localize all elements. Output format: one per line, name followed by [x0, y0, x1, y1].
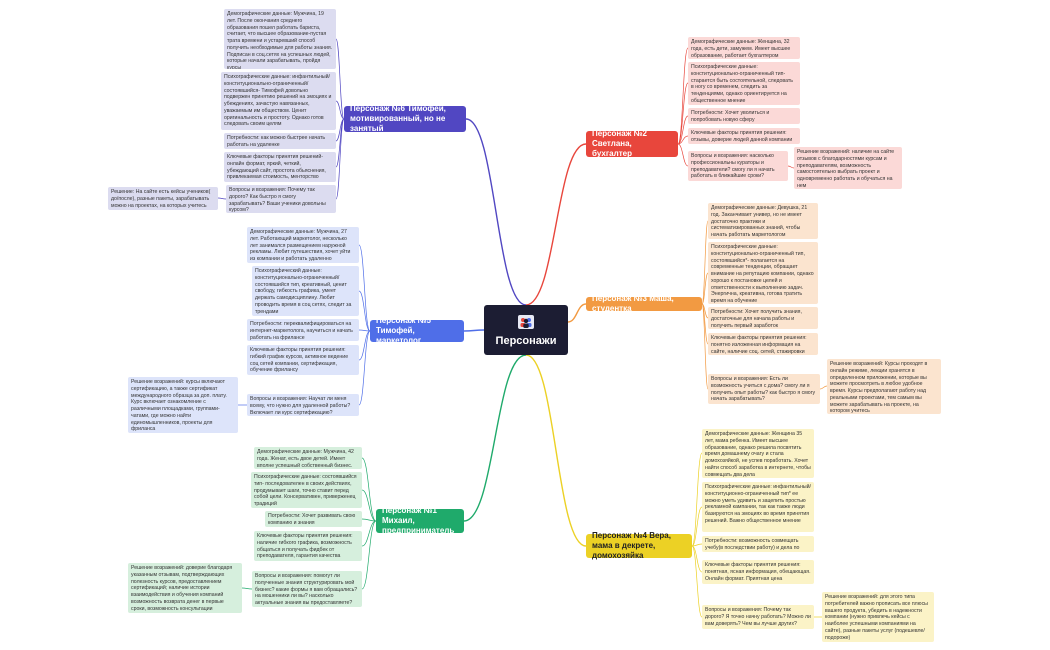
- persona-2-header[interactable]: Персонаж №2 Светлана, бухгалтер: [586, 129, 678, 158]
- persona-5-questions[interactable]: Вопросы и возражения: Научат ли меня все…: [247, 394, 359, 416]
- persona-6-decision-factors[interactable]: Ключевые факторы принятия решений- онлай…: [224, 152, 336, 182]
- solution-link-p2: [787, 165, 795, 169]
- branch-persona-1: [463, 354, 527, 522]
- subbranch-p2-1: [677, 82, 689, 145]
- persona-3-psychographics[interactable]: Психографические данные: конституциональ…: [708, 242, 818, 304]
- subbranch-p5-1: [358, 290, 371, 332]
- subbranch-p6-4: [335, 118, 345, 200]
- persona-6-header[interactable]: Персонаж №6 Тимофей, мотивированный, но …: [344, 104, 466, 133]
- persona-2-decision-factors[interactable]: Ключевые факторы принятия решения: отзыв…: [688, 128, 800, 144]
- persona-2-demographics[interactable]: Демографические данные: Женщина, 32 года…: [688, 37, 800, 59]
- persona-3-needs[interactable]: Потребности: Хочет получить знания, дост…: [708, 307, 818, 329]
- branch-persona-4: [525, 354, 587, 547]
- persona-4-needs[interactable]: Потребности: возможность совмещать учебу…: [702, 536, 814, 552]
- subbranch-p2-4: [677, 143, 689, 167]
- persona-6-questions[interactable]: Вопросы и возражения: Почему так дорого?…: [226, 185, 336, 213]
- persona-1-needs[interactable]: Потребности: Хочет развивать свою компан…: [265, 511, 362, 527]
- persona-5-demographics[interactable]: Демографические данные: Мужчина, 27 лет.…: [247, 227, 359, 263]
- subbranch-p5-4: [358, 330, 371, 406]
- subbranch-p5-0: [358, 244, 371, 332]
- persona-3-solution[interactable]: Решение возражений: Курсы проходят в онл…: [827, 359, 941, 414]
- central-topic[interactable]: Персонажи: [484, 305, 568, 355]
- subbranch-p2-2: [677, 115, 689, 145]
- persona-5-header[interactable]: Персонаж №5 Тимофей, маркетолог: [370, 316, 464, 345]
- persona-2-needs[interactable]: Потребности: Хочет уволиться и попробова…: [688, 108, 800, 124]
- subbranch-p2-3: [677, 135, 689, 145]
- persona-2-solution[interactable]: Решение возражений: наличие на сайте отз…: [794, 147, 902, 189]
- solution-link-p3: [819, 385, 828, 390]
- persona-3-header[interactable]: Персонаж №3 Маша, студентка: [586, 294, 702, 313]
- subbranch-p4-0: [691, 452, 703, 547]
- subbranch-p1-0: [361, 457, 377, 522]
- branch-persona-3: [567, 303, 587, 323]
- persona-4-header[interactable]: Персонаж №4 Вера, мама в декрете, домохо…: [586, 531, 692, 560]
- subbranch-p1-4: [361, 520, 377, 590]
- solution-link-p6: [217, 197, 227, 200]
- central-topic-title: Персонажи: [495, 335, 557, 347]
- persona-3-demographics[interactable]: Демографические данные: Девушка, 21 год.…: [708, 203, 818, 239]
- persona-2-psychographics[interactable]: Психографические данные: конституциональ…: [688, 62, 800, 105]
- subbranch-p3-4: [701, 303, 709, 390]
- subbranch-p4-1: [691, 506, 703, 547]
- branch-persona-5: [463, 329, 485, 332]
- persona-4-solution[interactable]: Решение возражений: для этого типа потре…: [822, 592, 934, 642]
- persona-6-needs[interactable]: Потребности: как можно быстрее начать ра…: [224, 133, 336, 149]
- persona-5-decision-factors[interactable]: Ключевые факторы принятия решения: гибки…: [247, 345, 359, 375]
- solution-link-p1: [241, 587, 253, 590]
- persona-1-solution[interactable]: Решение возражений: доверие благодаря ук…: [128, 563, 242, 613]
- subbranch-p4-2: [691, 543, 703, 547]
- persona-5-solution[interactable]: Решение возражений: курсы включают серти…: [128, 377, 238, 433]
- persona-1-psychographics[interactable]: Психографические данные: состоявшийся ти…: [251, 472, 362, 508]
- persona-4-demographics[interactable]: Демографические данные: Женщина 35 лет, …: [702, 429, 814, 478]
- persona-1-questions[interactable]: Вопросы и возражения: помогут ли получен…: [252, 571, 362, 607]
- persona-6-solution[interactable]: Решение: На сайте есть кейсы учеников( д…: [108, 187, 218, 210]
- persona-3-questions[interactable]: Вопросы и возражения: Есть ли возможност…: [708, 374, 820, 404]
- persona-4-questions[interactable]: Вопросы и возражения: Почему так дорого?…: [702, 605, 814, 629]
- subbranch-p1-1: [361, 489, 377, 522]
- subbranch-p3-1: [701, 272, 709, 305]
- group-people-icon: [518, 315, 534, 329]
- subbranch-p5-2: [358, 329, 371, 332]
- persona-2-questions[interactable]: Вопросы и возражения: насколько професси…: [688, 151, 788, 181]
- persona-1-demographics[interactable]: Демографические данные: Мужчина, 42 года…: [254, 447, 362, 469]
- persona-6-psychographics[interactable]: Психографические данные: инфантильный/ к…: [221, 72, 336, 130]
- persona-5-psychographics[interactable]: Психографический данные: конституциональ…: [252, 266, 359, 316]
- persona-1-header[interactable]: Персонаж №1 Михаил, предприниматель: [376, 506, 464, 535]
- persona-4-decision-factors[interactable]: Ключевые факторы принятия решения: понят…: [702, 560, 814, 584]
- subbranch-p3-0: [701, 220, 709, 305]
- persona-5-needs[interactable]: Потребности: переквалифицироваться на ин…: [247, 319, 359, 341]
- branch-persona-2: [525, 143, 587, 306]
- subbranch-p1-2: [361, 518, 377, 522]
- persona-6-demographics[interactable]: Демографические данные: Мужчина, 19 лет.…: [224, 9, 336, 69]
- persona-1-decision-factors[interactable]: Ключевые факторы принятия решения: налич…: [254, 531, 362, 561]
- branch-persona-6: [465, 118, 527, 306]
- persona-3-decision-factors[interactable]: Ключевые факторы принятия решения: понят…: [708, 333, 818, 355]
- subbranch-p6-0: [335, 38, 345, 120]
- persona-4-psychographics[interactable]: Психографические данные: инфантильный/ко…: [702, 482, 814, 532]
- subbranch-p6-1: [335, 100, 345, 120]
- subbranch-p4-4: [691, 545, 703, 618]
